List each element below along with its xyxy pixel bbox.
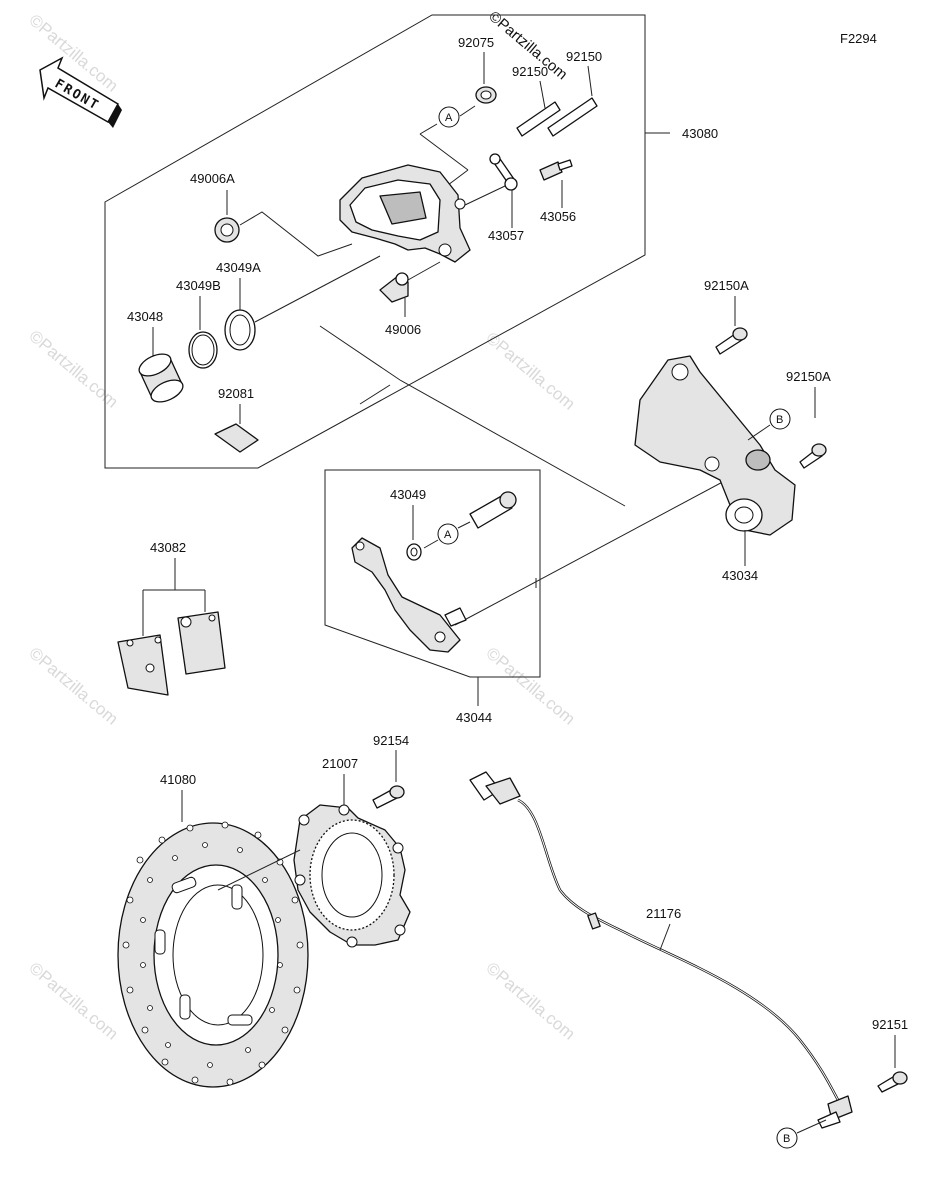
part-label-92151: 92151: [872, 1017, 908, 1032]
part-label-43044: 43044: [456, 710, 492, 725]
part-label-92154: 92154: [373, 733, 409, 748]
caliper-assembly-frame: [104, 14, 646, 469]
bracket-assembly-frame: [324, 469, 541, 678]
part-label-43049A: 43049A: [216, 260, 261, 275]
part-92151-bolt: [877, 1071, 908, 1093]
part-21007-sensor-rotor: [293, 804, 411, 948]
part-label-92150-b: 92150: [566, 49, 602, 64]
part-label-41080: 41080: [160, 772, 196, 787]
watermark: ©Partzilla.com: [482, 644, 578, 729]
part-49006A-seal: [214, 217, 240, 243]
part-label-92081: 92081: [218, 386, 254, 401]
part-43034-caliper-bracket: [634, 355, 796, 536]
part-43048-piston: [138, 353, 184, 403]
part-41080-brake-disc: [117, 821, 309, 1088]
watermark: ©Partzilla.com: [25, 327, 121, 412]
part-label-43080: 43080: [682, 126, 718, 141]
disc-vent-holes: [122, 821, 304, 1086]
watermark: ©Partzilla.com: [482, 959, 578, 1044]
svg-text:B: B: [783, 1133, 790, 1145]
part-43057-bleed-cap: [489, 153, 518, 191]
part-label-43082: 43082: [150, 540, 186, 555]
part-label-49006: 49006: [385, 322, 421, 337]
part-43049-seal: [406, 543, 422, 561]
part-92150A-bolt: [715, 327, 748, 355]
part-92150-pin: [516, 97, 598, 137]
part-label-21007: 21007: [322, 756, 358, 771]
part-label-43049B: 43049B: [176, 278, 221, 293]
part-label-49006A: 49006A: [190, 171, 235, 186]
part-caliper-body: [339, 164, 471, 263]
part-label-43056: 43056: [540, 209, 576, 224]
part-43056-bleeder-valve: [539, 159, 573, 181]
ref-marker-a-bottom: A: [437, 523, 459, 545]
part-label-43049: 43049: [390, 487, 426, 502]
figure-code: F2294: [840, 31, 877, 46]
part-43044-torque-bracket: [351, 537, 467, 653]
part-label-43048: 43048: [127, 309, 163, 324]
ref-marker-a-top: A: [438, 106, 460, 128]
part-43049A-seal: [224, 309, 256, 351]
ref-marker-b-top: B: [769, 408, 791, 430]
part-92154-bolt: [372, 785, 405, 809]
part-label-43057: 43057: [488, 228, 524, 243]
part-label-92075: 92075: [458, 35, 494, 50]
part-label-92150A-top: 92150A: [704, 278, 749, 293]
part-21176-abs-sensor: [469, 771, 853, 1129]
svg-text:A: A: [445, 112, 453, 124]
part-43049B-seal: [188, 331, 218, 369]
svg-text:B: B: [776, 414, 783, 426]
part-49006-boot: [379, 272, 409, 303]
part-43082-brake-pads: [117, 611, 226, 696]
svg-text:A: A: [444, 529, 452, 541]
watermark: ©Partzilla.com: [25, 959, 121, 1044]
part-slide-pin: [469, 491, 517, 529]
part-label-92150A-bottom: 92150A: [786, 369, 831, 384]
ref-marker-b-bottom: B: [776, 1127, 798, 1149]
part-92075-seal: [475, 86, 497, 104]
watermark: ©Partzilla.com: [25, 644, 121, 729]
part-label-21176: 21176: [646, 906, 681, 921]
part-label-43034: 43034: [722, 568, 758, 583]
watermark: ©Partzilla.com: [482, 329, 578, 414]
part-92150A-bolt: [799, 443, 827, 469]
part-label-92150-a: 92150: [512, 64, 548, 79]
part-92081-pad-spring: [214, 423, 259, 453]
